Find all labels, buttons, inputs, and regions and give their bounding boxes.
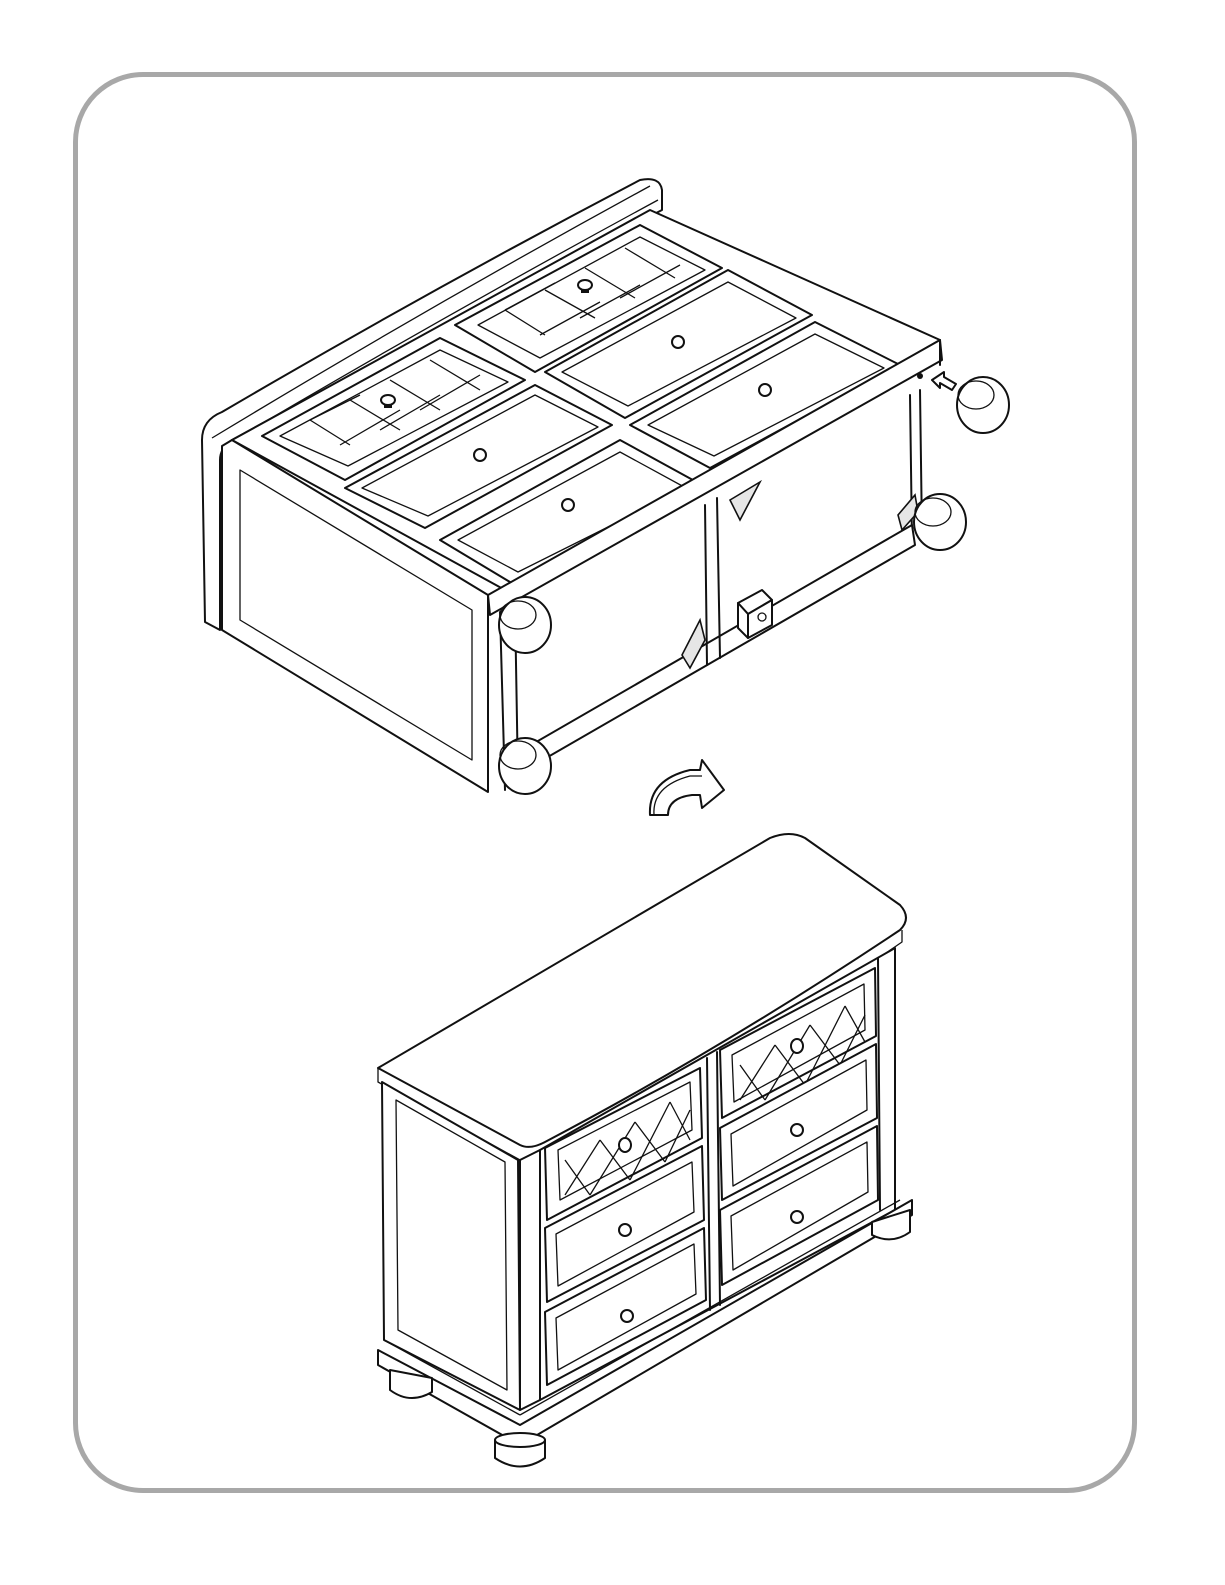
foot-4-being-installed	[957, 377, 1009, 433]
insert-arrow-icon	[932, 372, 956, 390]
curved-arrow-right-icon	[650, 760, 724, 815]
dresser-upside-down	[202, 179, 1009, 794]
foot-3	[914, 494, 966, 550]
dresser-upright	[378, 834, 912, 1467]
foot-front-left	[495, 1433, 545, 1467]
foot-1	[499, 597, 551, 653]
foot-2	[499, 738, 551, 794]
